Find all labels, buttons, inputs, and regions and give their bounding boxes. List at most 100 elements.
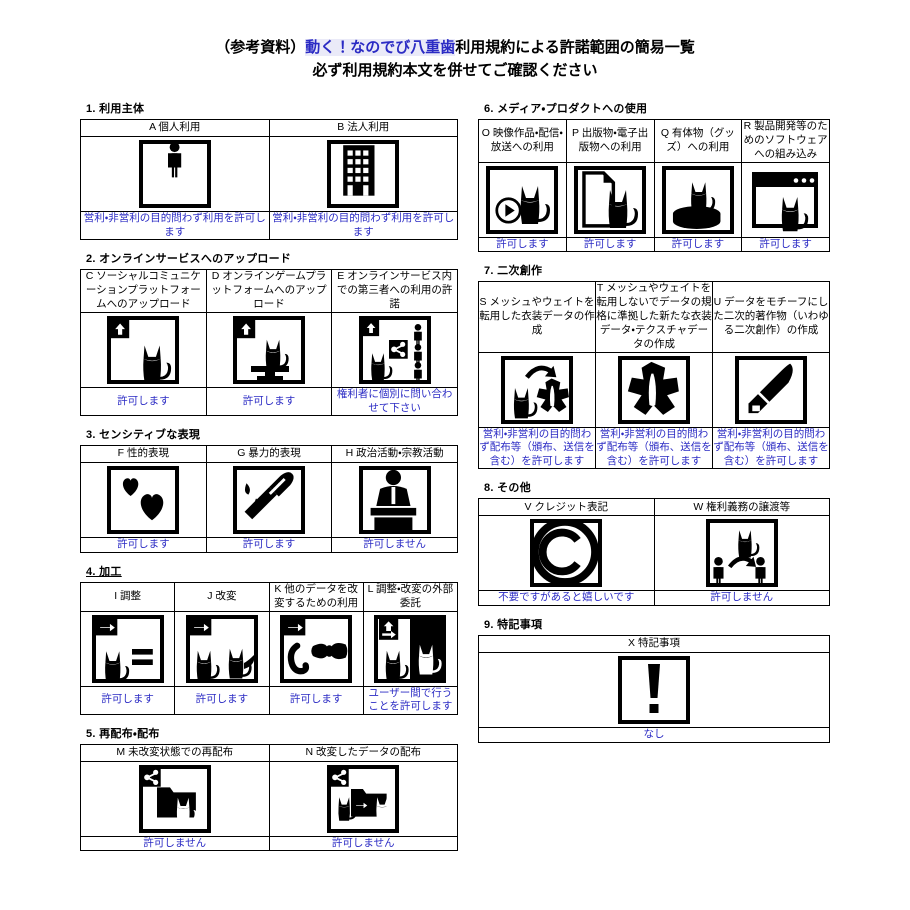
bloody-knife-icon <box>207 466 332 535</box>
upload-share-people-icon <box>332 315 457 384</box>
cell-icon-j <box>174 610 270 687</box>
outsource-cat-icon <box>364 614 457 683</box>
table-row-icons <box>478 161 830 238</box>
figurine-cat-icon <box>655 165 742 234</box>
cell-header-d: D オンラインゲームプラットフォームへのアップロード <box>205 269 333 313</box>
cell-icon-k <box>268 610 364 687</box>
cell-header-r: R 製品開発等のためのソフトウェアへの組み込み <box>741 119 830 163</box>
cell-note-s: 営利・非営利の目的問わず配布等（頒布、送信を含む）を許可します <box>478 426 596 470</box>
table-row-icons <box>478 351 830 428</box>
cell-header-g: G 暴力的表現 <box>205 445 333 464</box>
table-row-headers: X 特記事項 <box>478 635 830 654</box>
cell-icon-p <box>565 161 655 238</box>
cell-note-t: 営利・非営利の目的問わず配布等（頒布、送信を含む）を許可します <box>595 426 713 470</box>
upload-cat-icon <box>81 315 206 384</box>
cell-header-h: H 政治活動・宗教活動 <box>331 445 458 464</box>
table-row-icons <box>80 462 458 539</box>
cell-header-q: Q 有体物（グッズ）への利用 <box>653 119 743 163</box>
cell-note-f: 許可します <box>80 537 207 553</box>
paintbrush-icon <box>713 355 829 424</box>
permission-table: X 特記事項なし <box>478 635 830 743</box>
cell-note-v: 不要ですがあると嬉しいです <box>478 590 655 607</box>
section-heading: 7. 二次創作 <box>484 265 543 278</box>
cell-header-s: S メッシュやウェイトを転用した衣装データの作成 <box>478 281 596 353</box>
cell-header-u: U データをモチーフにした二次的著作物（いわゆる二次創作）の作成 <box>712 281 830 353</box>
cell-note-w: 許可しません <box>653 590 830 607</box>
section-2: 2. オンラインサービスへのアップロード C ソーシャルコミュニケーションプラット… <box>80 246 458 417</box>
cell-header-p: P 出版物・電子出版物への利用 <box>565 119 655 163</box>
cell-icon-s <box>478 351 596 428</box>
table-row-notes: 不要ですがあると嬉しいです許可しません <box>478 590 830 607</box>
share-folder-modified-cat-icon <box>270 764 458 833</box>
cell-header-k: K 他のデータを改変するための利用 <box>268 581 364 612</box>
cell-note-a: 営利・非営利の目的問わず利用を許可します <box>80 210 270 241</box>
cell-header-v: V クレジット表記 <box>478 498 655 517</box>
table-row-icons <box>478 515 830 592</box>
cell-header-f: F 性的表現 <box>80 445 207 464</box>
cell-header-c: C ソーシャルコミュニケーションプラットフォームへのアップロード <box>80 269 207 313</box>
cell-icon-r <box>741 161 830 238</box>
title-line-1: （参考資料）動く！なのでび八重歯利用規約による許諾範囲の簡易一覧 <box>0 36 910 59</box>
cell-icon-x <box>478 652 830 729</box>
cell-icon-m <box>80 760 270 837</box>
cell-note-o: 許可します <box>478 236 567 253</box>
hearts-icon <box>81 466 206 535</box>
section-heading: 6. メディア・プロダクトへの使用 <box>484 103 648 115</box>
table-row-notes: 許可します許可します許可しません <box>80 537 458 553</box>
cell-note-r: 許可します <box>741 236 830 253</box>
podium-speaker-icon <box>332 466 457 535</box>
table-row-notes: 許可します許可します権利者に個別に問い合わせて下さい <box>80 386 458 417</box>
cell-note-n: 許可しません <box>268 835 458 852</box>
cell-icon-b <box>268 136 458 212</box>
cell-note-j: 許可します <box>174 685 270 715</box>
cell-icon-a <box>80 136 270 212</box>
table-row-icons <box>80 311 458 388</box>
copyright-icon <box>479 519 654 588</box>
cell-icon-c <box>80 311 207 388</box>
cell-icon-e <box>331 311 458 388</box>
table-row-notes: 許可しません許可しません <box>80 835 458 852</box>
cell-header-n: N 改変したデータの配布 <box>268 743 458 762</box>
cell-note-g: 許可します <box>205 537 333 553</box>
table-row-icons <box>80 136 458 212</box>
section-heading: 2. オンラインサービスへのアップロード <box>86 253 292 266</box>
cell-header-x: X 特記事項 <box>478 635 830 654</box>
title-highlight: 動く！なのでび八重歯 <box>305 39 456 56</box>
cell-icon-q <box>653 161 743 238</box>
cell-icon-d <box>205 311 333 388</box>
upload-cat-monitor-icon <box>207 315 332 384</box>
person-icon <box>81 140 269 208</box>
cell-note-q: 許可します <box>653 236 743 253</box>
cell-header-t: T メッシュやウェイトを転用しないでデータの規格に準拠した新たな衣装データ・テク… <box>595 281 713 353</box>
section-heading: 1. 利用主体 <box>86 103 145 115</box>
cell-icon-f <box>80 462 207 539</box>
table-row-notes: 営利・非営利の目的問わず利用を許可します営利・非営利の目的問わず利用を許可します <box>80 210 458 241</box>
title-suffix: 利用規約による許諾範囲の簡易一覧 <box>455 39 695 56</box>
cell-note-u: 営利・非営利の目的問わず配布等（頒布、送信を含む）を許可します <box>712 426 830 470</box>
cell-note-c: 許可します <box>80 386 207 417</box>
table-row-icons <box>79 610 459 687</box>
document-cat-icon <box>567 165 654 234</box>
cell-note-e: 権利者に個別に問い合わせて下さい <box>331 386 458 417</box>
cell-header-e: E オンラインサービス内での第三者への利用の許諾 <box>331 269 458 313</box>
title-line-2: 必ず利用規約本文を併せてご確認ください <box>312 62 598 80</box>
cell-icon-v <box>478 515 655 592</box>
cell-note-k: 許可します <box>268 685 364 715</box>
